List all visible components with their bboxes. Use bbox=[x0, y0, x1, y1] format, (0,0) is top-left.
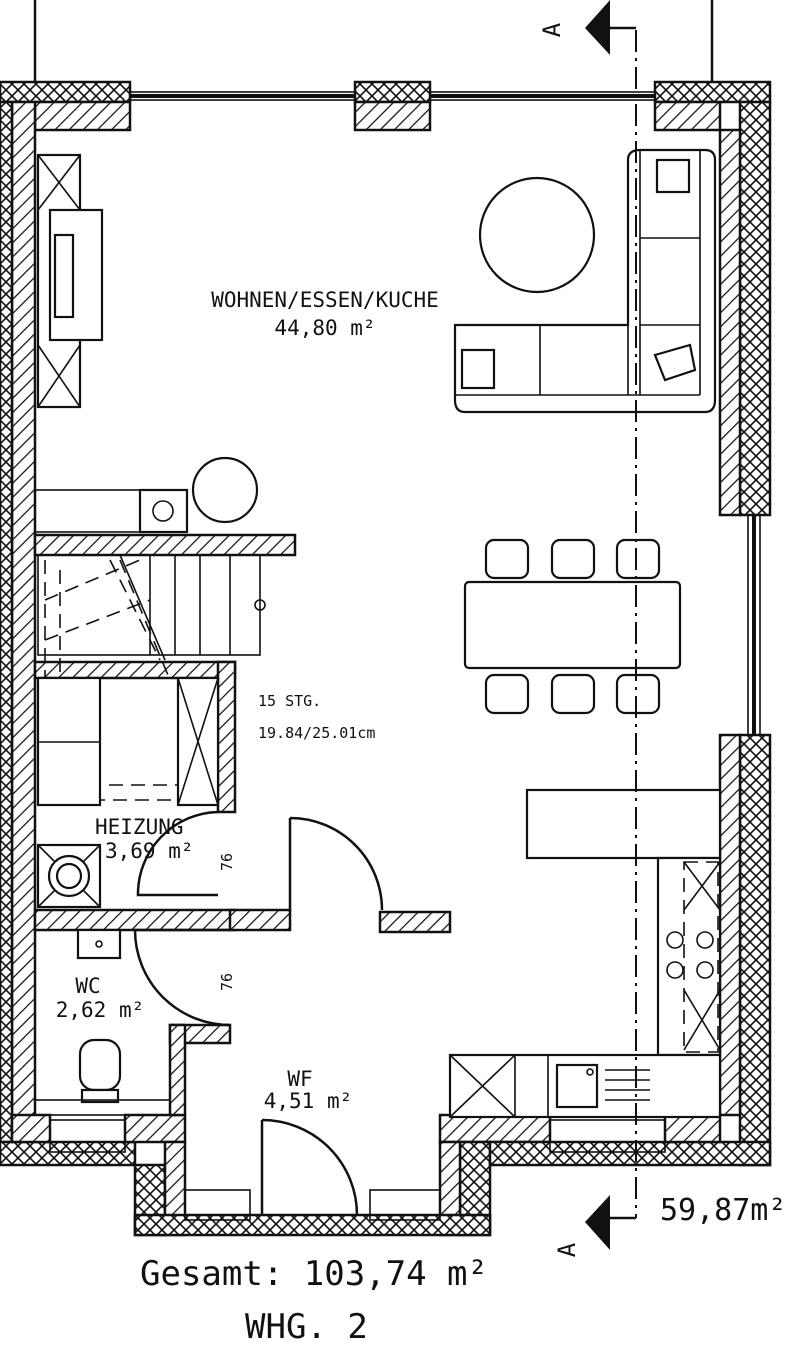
sofa bbox=[453, 148, 717, 414]
room-area-wc: 2,62 m² bbox=[56, 998, 145, 1022]
section-label-top: A bbox=[538, 22, 566, 37]
room-area-heating: 3,69 m² bbox=[105, 839, 194, 863]
door-width-wc: 76 bbox=[218, 973, 236, 991]
windows bbox=[49, 91, 761, 1221]
section-line-a: A A bbox=[538, 0, 637, 1257]
chimney bbox=[138, 456, 259, 534]
doors bbox=[133, 810, 384, 1216]
room-area-hall: 4,51 m² bbox=[264, 1089, 353, 1113]
room-area-living: 44,80 m² bbox=[274, 316, 375, 340]
exterior-walls bbox=[0, 80, 772, 1237]
kitchen bbox=[448, 788, 722, 1119]
staircase bbox=[36, 554, 266, 807]
boiler bbox=[36, 843, 102, 909]
grand-total-area: Gesamt: 103,74 m² bbox=[140, 1254, 488, 1294]
tv-unit bbox=[36, 153, 104, 409]
wc-fixtures bbox=[34, 928, 171, 1116]
door-width-heating: 76 bbox=[218, 853, 236, 871]
section-label-bottom: A bbox=[553, 1242, 581, 1257]
unit-label: WHG. 2 bbox=[245, 1307, 368, 1347]
dining-table bbox=[463, 538, 682, 715]
room-name-wc: WC bbox=[75, 974, 100, 998]
room-name-living: WOHNEN/ESSEN/KUCHE bbox=[211, 288, 439, 312]
stairs-steps: 15 STG. bbox=[258, 692, 321, 710]
room-name-heating: HEIZUNG bbox=[95, 815, 184, 839]
upper-outline bbox=[33, 0, 714, 82]
stairs-dimensions: 19.84/25.01cm bbox=[258, 724, 375, 742]
room-name-hall: WF bbox=[287, 1067, 312, 1091]
interior-walls bbox=[33, 489, 452, 1117]
floor-total-area: 59,87m² bbox=[660, 1193, 786, 1228]
